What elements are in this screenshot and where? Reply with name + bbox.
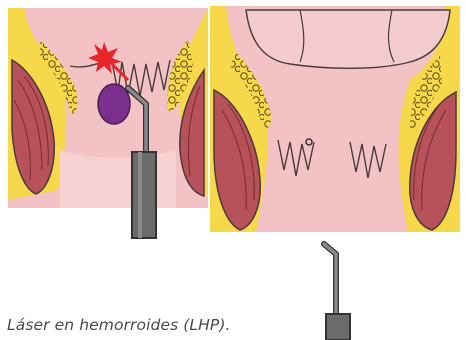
hemorrhoid-node bbox=[98, 84, 130, 124]
anal-canal-lower bbox=[60, 150, 176, 208]
right-panel bbox=[210, 6, 460, 340]
left-panel bbox=[8, 8, 208, 238]
figure-caption: Láser en hemorroides (LHP). bbox=[7, 316, 231, 334]
laser-probe-right bbox=[324, 244, 350, 340]
